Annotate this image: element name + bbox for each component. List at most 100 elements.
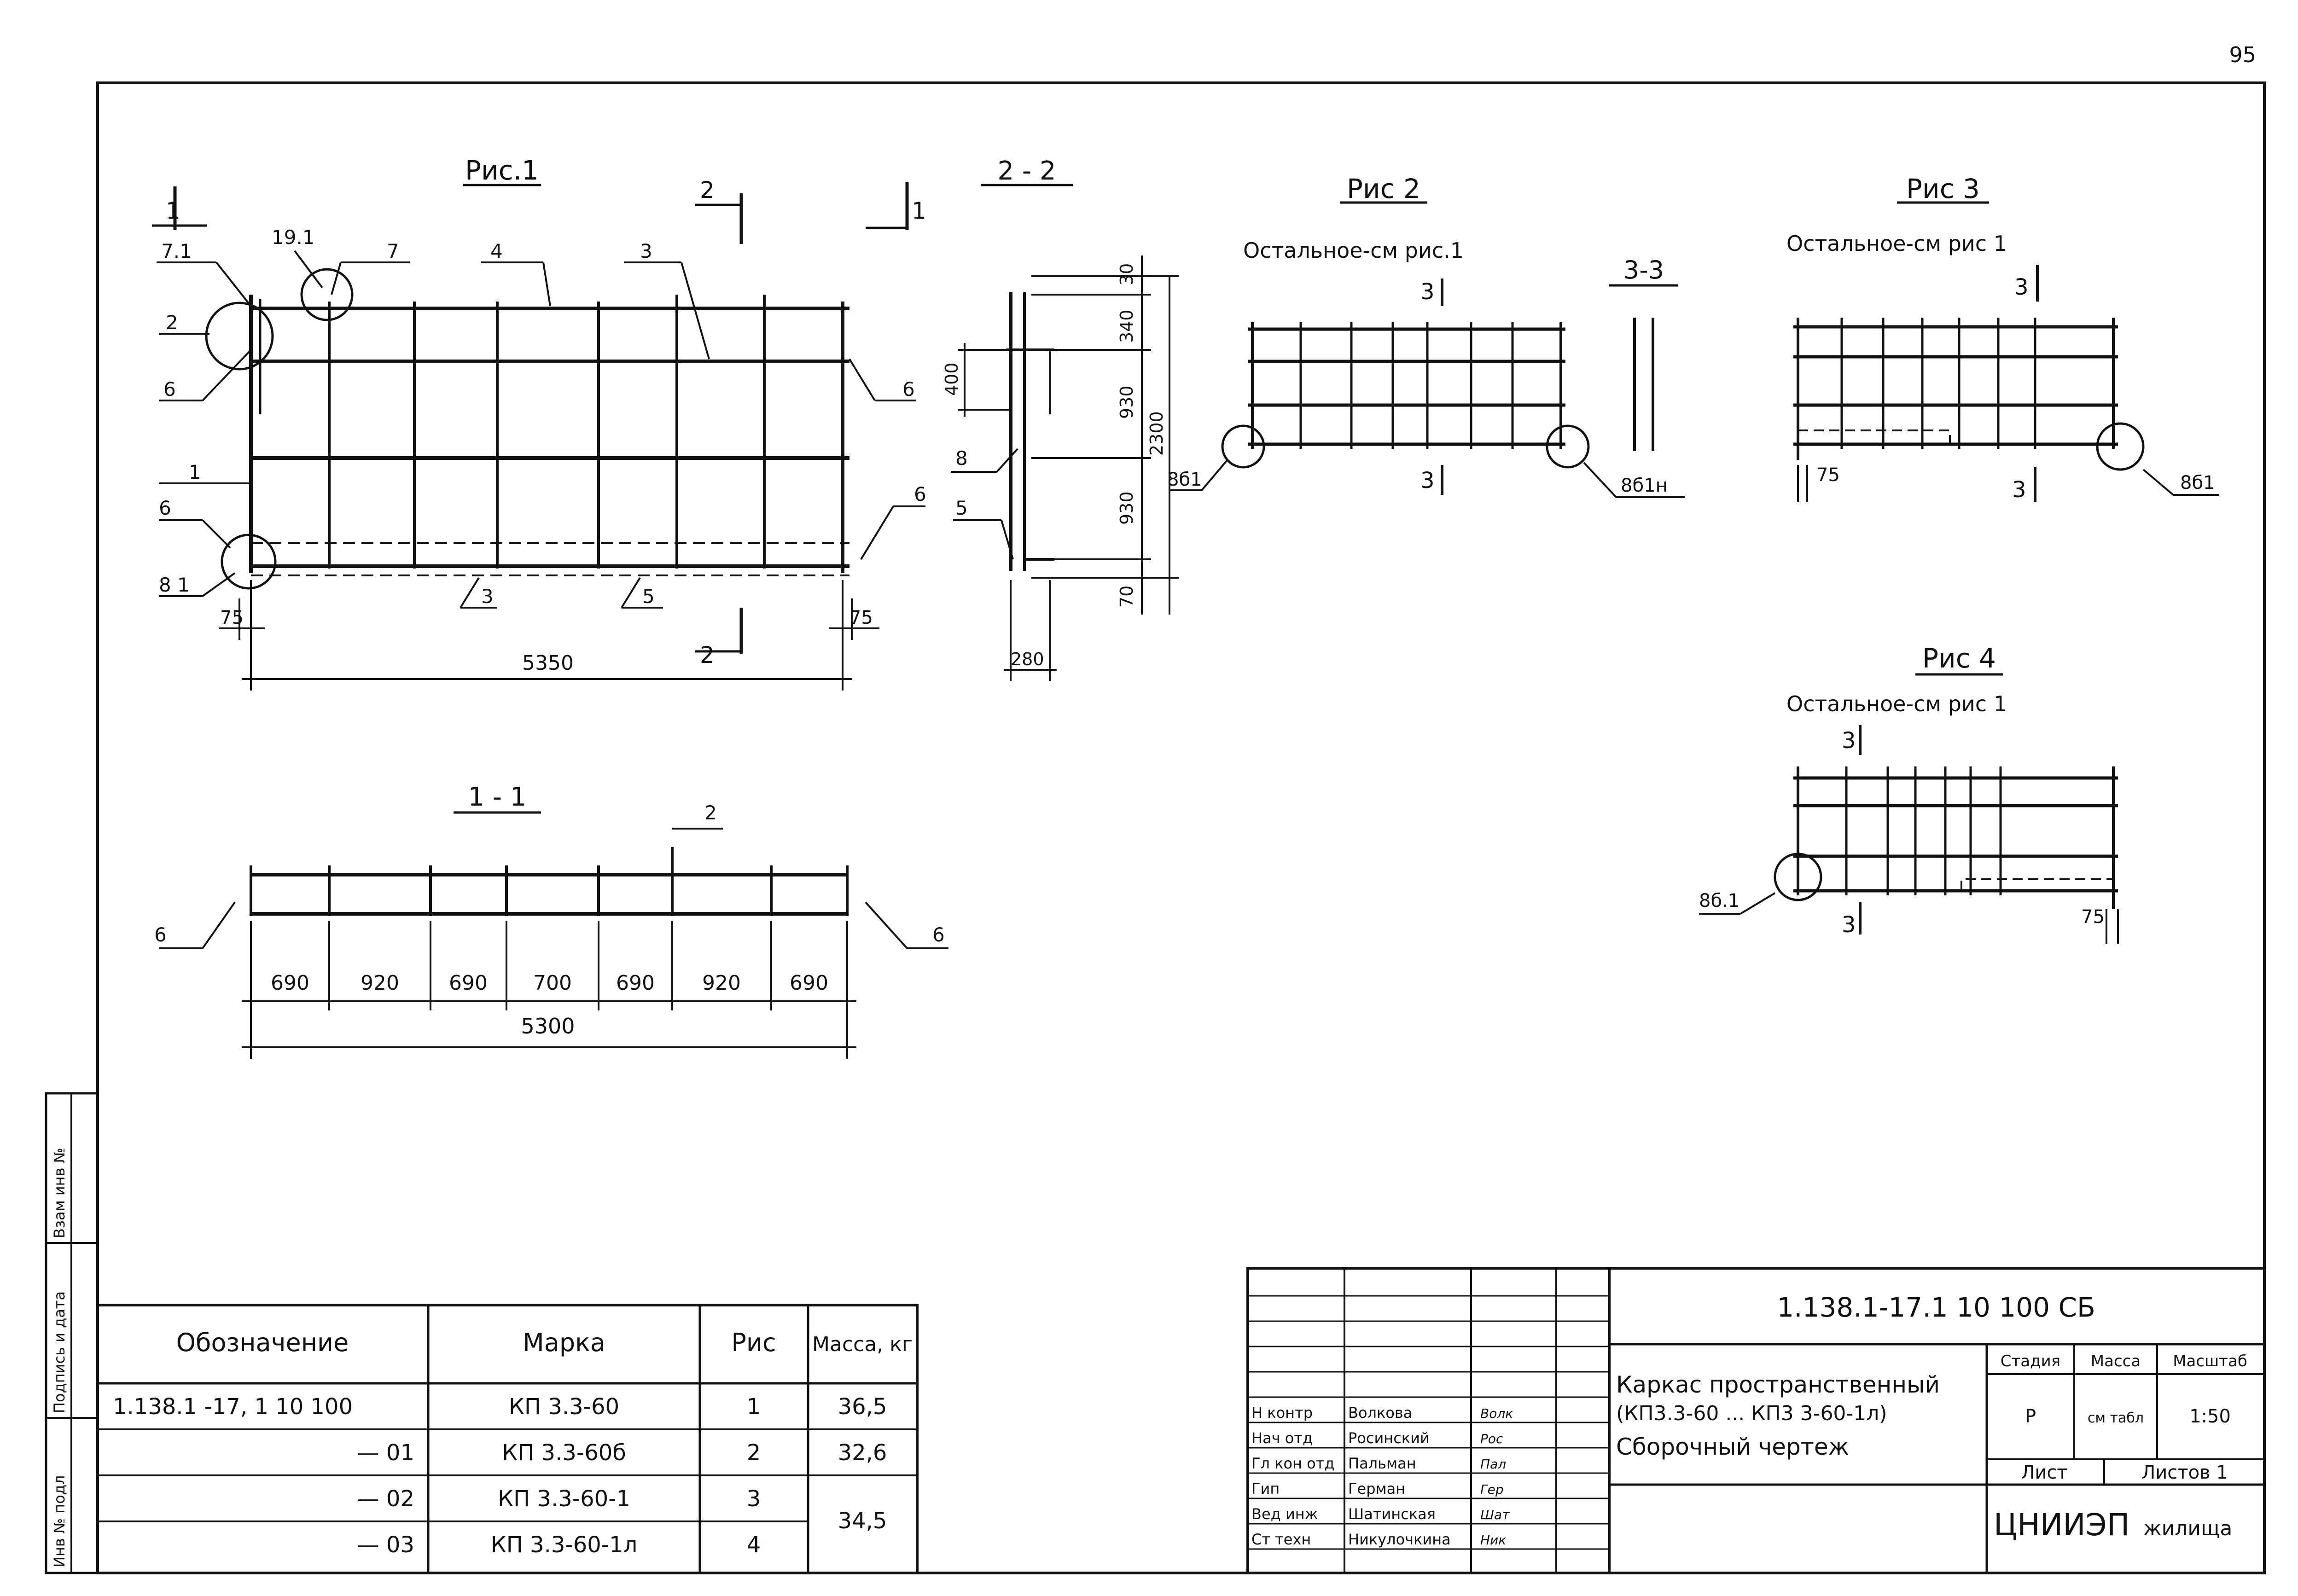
spec-row4-fig: 4 bbox=[747, 1532, 761, 1558]
sec22-dim-2300: 2300 bbox=[1146, 411, 1167, 456]
spec-row1-mass: 36,5 bbox=[838, 1394, 887, 1420]
tb-name-6: Никулочкина bbox=[1348, 1531, 1451, 1548]
fig1-mark-2b: 2 bbox=[700, 642, 715, 668]
fig1-label-3-bottom: 3 bbox=[481, 585, 494, 608]
sec11-dim-700: 700 bbox=[533, 971, 572, 995]
tb-sheets-label: Листов 1 bbox=[2141, 1462, 2228, 1483]
tb-stage-value: Р bbox=[2025, 1406, 2036, 1427]
spec-header-fig: Рис bbox=[731, 1328, 776, 1357]
tb-org-logo: ЦНИИЭП bbox=[1994, 1507, 2129, 1543]
tb-sign-1: Волк bbox=[1480, 1406, 1513, 1421]
tb-sign-6: Ник bbox=[1480, 1532, 1506, 1548]
figure-4 bbox=[1699, 673, 2119, 944]
fig1-labels: 1 1 2 2 7.1 19.1 7 4 3 2 6 6 1 6 6 8 1 3… bbox=[159, 177, 926, 675]
fig4-mark-3a: 3 bbox=[1842, 728, 1856, 754]
sec22-dim-930a: 930 bbox=[1117, 385, 1137, 419]
tb-name-3: Пальман bbox=[1348, 1455, 1416, 1472]
fig3-mark-3b: 3 bbox=[2012, 477, 2026, 503]
tb-header-scale: Масштаб bbox=[2173, 1352, 2247, 1370]
sec22-dim-400: 400 bbox=[942, 362, 962, 396]
fig1-label-6c: 6 bbox=[159, 497, 171, 519]
doc-code: 1.138.1-17.1 10 100 СБ bbox=[1777, 1292, 2095, 1323]
doc-title-line2: (КП3.3-60 ... КП3 3-60-1л) bbox=[1616, 1402, 1887, 1425]
spec-row2-fig: 2 bbox=[747, 1440, 761, 1466]
sec22-dim-930b: 930 bbox=[1117, 491, 1137, 525]
stamp-original-inv: Инв № подл bbox=[51, 1475, 68, 1567]
fig4-note: Остальное-см рис 1 bbox=[1786, 691, 2007, 716]
fig3-title: Рис 3 bbox=[1906, 173, 1980, 204]
sec11-dim-690a: 690 bbox=[271, 971, 309, 995]
fig1-dim-75-left: 75 bbox=[220, 607, 244, 628]
title-block bbox=[1246, 1267, 2266, 1574]
section-2-2 bbox=[951, 184, 1179, 681]
fig1-label-2: 2 bbox=[166, 311, 178, 334]
spec-row3-mass: 34,5 bbox=[838, 1508, 887, 1534]
tb-sign-4: Гер bbox=[1480, 1482, 1504, 1497]
tb-role-3: Гл кон отд bbox=[1251, 1455, 1334, 1472]
fig4-label-8b1: 8б.1 bbox=[1699, 890, 1739, 911]
fig1-dim-75-right: 75 bbox=[849, 607, 873, 628]
spec-header-designation: Обозначение bbox=[176, 1328, 349, 1357]
fig4-labels: Рис 4 Остальное-см рис 1 3 3 75 8б.1 bbox=[1699, 643, 2105, 938]
tb-role-2: Нач отд bbox=[1251, 1429, 1313, 1447]
spec-row2-designation: — 01 bbox=[357, 1440, 414, 1466]
tb-role-5: Вед инж bbox=[1251, 1505, 1318, 1523]
tb-name-5: Шатинская bbox=[1348, 1505, 1436, 1523]
spec-row4-mark: КП 3.3-60-1л bbox=[491, 1532, 638, 1558]
spec-header-mass: Масса, кг bbox=[812, 1333, 913, 1356]
fig1-label-7-1: 7.1 bbox=[161, 240, 192, 262]
tb-name-1: Волкова bbox=[1348, 1404, 1412, 1422]
sec11-label-6a: 6 bbox=[154, 923, 167, 946]
spec-row3-mark: КП 3.3-60-1 bbox=[498, 1486, 630, 1512]
fig1-label-19-1: 19.1 bbox=[272, 226, 315, 249]
sec22-dim-340: 340 bbox=[1117, 309, 1137, 343]
sec11-dim-690c: 690 bbox=[616, 971, 655, 995]
fig1-label-6d: 6 bbox=[914, 483, 926, 505]
fig1-dim-5350: 5350 bbox=[522, 651, 574, 675]
fig1-label-8-1: 8 1 bbox=[159, 574, 190, 596]
spec-row1-fig: 1 bbox=[747, 1394, 761, 1420]
spec-row4-designation: — 03 bbox=[357, 1532, 414, 1558]
fig1-label-4: 4 bbox=[490, 240, 503, 262]
figure-3 bbox=[1793, 201, 2219, 502]
fig2-labels: Рис 2 Остальное-см рис.1 3 3 8б1 8б1н 3-… bbox=[1167, 173, 1668, 496]
spec-row2-mark: КП 3.3-60б bbox=[502, 1440, 626, 1466]
tb-org-sub: жилища bbox=[2143, 1517, 2232, 1540]
tb-mass-value: см табл bbox=[2088, 1410, 2144, 1426]
fig2-mark-3a: 3 bbox=[1420, 279, 1435, 305]
tb-role-4: Гип bbox=[1251, 1480, 1280, 1497]
spec-row3-fig: 3 bbox=[747, 1486, 761, 1512]
fig1-mark-1b: 1 bbox=[912, 197, 926, 224]
sec11-labels: 1 - 1 2 6 6 690 920 690 700 690 920 690 … bbox=[154, 782, 945, 1039]
fig1-title: Рис.1 bbox=[465, 155, 539, 186]
tb-sign-2: Рос bbox=[1480, 1431, 1503, 1446]
fig2-note: Остальное-см рис.1 bbox=[1243, 238, 1464, 263]
tb-name-4: Герман bbox=[1348, 1480, 1405, 1497]
fig1-label-6a: 6 bbox=[163, 378, 176, 400]
fig2-mark-3b: 3 bbox=[1420, 468, 1435, 493]
fig3-labels: Рис 3 Остальное-см рис 1 3 3 75 8б1 bbox=[1786, 173, 2215, 503]
tb-sign-5: Шат bbox=[1480, 1507, 1510, 1522]
fig4-mark-3b: 3 bbox=[1842, 912, 1856, 938]
fig1-label-1: 1 bbox=[189, 461, 201, 483]
stamp-signature-date: Подпись и дата bbox=[51, 1291, 68, 1413]
sec22-dim-30: 30 bbox=[1117, 263, 1137, 285]
spec-row3-designation: — 02 bbox=[357, 1486, 414, 1512]
fig1-label-5: 5 bbox=[642, 585, 655, 608]
fig4-dim-75: 75 bbox=[2081, 906, 2105, 928]
spec-table-text: Обозначение Марка Рис Масса, кг 1.138.1 … bbox=[113, 1328, 913, 1558]
tb-sign-3: Пал bbox=[1480, 1457, 1506, 1472]
fig3-label-8b1: 8б1 bbox=[2180, 472, 2215, 493]
fig1-mark-2a: 2 bbox=[700, 177, 715, 203]
tb-sheet-label: Лист bbox=[2021, 1462, 2067, 1483]
tb-role-6: Ст техн bbox=[1251, 1531, 1311, 1548]
fig3-note: Остальное-см рис 1 bbox=[1786, 231, 2007, 256]
section-1-1 bbox=[159, 811, 948, 1059]
sheet-frame bbox=[96, 81, 2266, 1574]
doc-title-line3: Сборочный чертеж bbox=[1616, 1433, 1849, 1460]
fig1-mark-1a: 1 bbox=[166, 197, 180, 224]
sec11-dim-920a: 920 bbox=[361, 971, 399, 995]
sec22-labels: 2 - 2 30 340 930 930 70 2300 400 280 8 5 bbox=[942, 156, 1167, 669]
sec22-label-5: 5 bbox=[955, 497, 968, 519]
